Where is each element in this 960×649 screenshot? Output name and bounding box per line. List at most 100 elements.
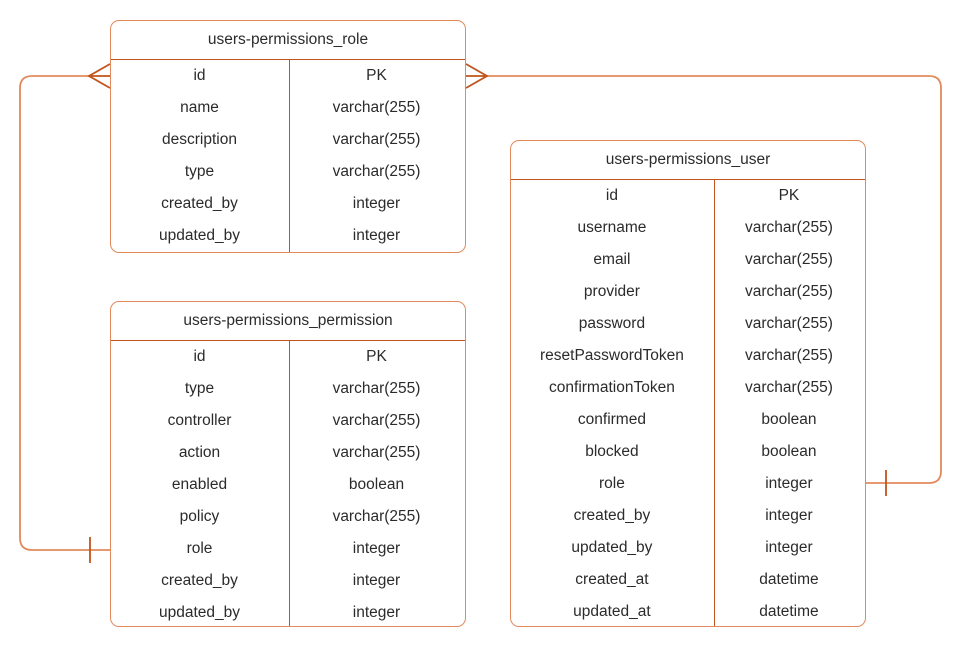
entity-body-user: id PK username varchar(255) email varcha… (511, 179, 865, 626)
table-row[interactable]: type varchar(255) (111, 156, 465, 188)
field-type: PK (778, 187, 800, 204)
entity-title-role: users-permissions_role (207, 31, 369, 48)
table-row[interactable]: description varchar(255) (111, 124, 465, 156)
field-name: action (178, 444, 221, 461)
field-name: type (184, 380, 215, 397)
table-row[interactable]: password varchar(255) (511, 308, 865, 340)
table-row[interactable]: updated_by integer (111, 220, 465, 252)
field-type: boolean (761, 443, 817, 460)
field-type: varchar(255) (744, 379, 833, 396)
field-name: created_by (573, 507, 651, 524)
field-name: description (162, 131, 237, 148)
field-type: integer (352, 227, 401, 244)
field-type: varchar(255) (332, 444, 421, 461)
field-name: enabled (171, 476, 228, 493)
table-row[interactable]: controller varchar(255) (111, 405, 465, 437)
field-type: integer (352, 540, 401, 557)
table-row[interactable]: email varchar(255) (511, 244, 865, 276)
field-type: varchar(255) (744, 283, 833, 300)
field-type: boolean (761, 411, 817, 428)
field-type: varchar(255) (744, 251, 833, 268)
field-name: password (578, 315, 646, 332)
crows-foot-marker-role-left (87, 63, 111, 89)
table-row[interactable]: role integer (111, 533, 465, 565)
field-name: id (193, 67, 206, 84)
table-row[interactable]: role integer (511, 468, 865, 500)
field-name: controller (167, 412, 232, 429)
field-type: varchar(255) (332, 99, 421, 116)
field-type: varchar(255) (332, 508, 421, 525)
table-row[interactable]: enabled boolean (111, 469, 465, 501)
field-name: confirmationToken (549, 379, 675, 396)
field-name: name (180, 99, 219, 116)
field-type: integer (765, 507, 813, 524)
field-type: integer (352, 604, 401, 621)
table-row[interactable]: id PK (111, 60, 465, 92)
field-type: integer (765, 475, 813, 492)
table-row[interactable]: id PK (511, 180, 865, 212)
table-row[interactable]: created_at datetime (511, 564, 865, 596)
field-type: varchar(255) (332, 163, 421, 180)
crows-foot-marker-role-right (465, 63, 489, 89)
field-name: id (605, 187, 618, 204)
field-type: varchar(255) (332, 412, 421, 429)
field-name: role (599, 475, 625, 492)
field-name: provider (583, 283, 640, 300)
field-name: created_by (161, 572, 238, 589)
table-row[interactable]: username varchar(255) (511, 212, 865, 244)
field-type: varchar(255) (744, 315, 833, 332)
field-type: boolean (348, 476, 405, 493)
entity-body-permission: id PK type varchar(255) controller varch… (111, 340, 465, 626)
field-name: confirmed (577, 411, 646, 428)
field-name: blocked (585, 443, 639, 460)
table-row[interactable]: name varchar(255) (111, 92, 465, 124)
table-row[interactable]: updated_by integer (111, 597, 465, 626)
column-divider-user (714, 180, 715, 626)
field-name: updated_by (158, 227, 241, 244)
table-row[interactable]: confirmed boolean (511, 404, 865, 436)
field-name: type (184, 163, 215, 180)
table-row[interactable]: created_by integer (111, 188, 465, 220)
entity-users-permissions_role[interactable]: users-permissions_role id PK name varcha… (110, 20, 466, 253)
table-row[interactable]: action varchar(255) (111, 437, 465, 469)
table-row[interactable]: type varchar(255) (111, 373, 465, 405)
field-name: role (186, 540, 213, 557)
field-name: id (193, 348, 206, 365)
column-divider-role (289, 60, 290, 252)
table-row[interactable]: provider varchar(255) (511, 276, 865, 308)
entity-body-role: id PK name varchar(255) description varc… (111, 59, 465, 252)
table-row[interactable]: updated_by integer (511, 532, 865, 564)
field-name: updated_by (571, 539, 653, 556)
field-name: username (577, 219, 647, 236)
table-row[interactable]: confirmationToken varchar(255) (511, 372, 865, 404)
table-row[interactable]: updated_at datetime (511, 596, 865, 626)
table-row[interactable]: resetPasswordToken varchar(255) (511, 340, 865, 372)
field-type: integer (765, 539, 813, 556)
field-type: varchar(255) (332, 380, 421, 397)
column-divider-permission (289, 341, 290, 626)
field-name: created_by (161, 195, 238, 212)
connector-role-permission-path (19, 75, 110, 551)
field-type: datetime (759, 571, 819, 588)
field-name: policy (179, 508, 220, 525)
field-type: integer (352, 572, 401, 589)
field-name: resetPasswordToken (539, 347, 684, 364)
entity-title-permission: users-permissions_permission (183, 312, 393, 329)
field-type: varchar(255) (332, 131, 421, 148)
entity-users-permissions_permission[interactable]: users-permissions_permission id PK type … (110, 301, 466, 627)
field-name: email (593, 251, 631, 268)
table-row[interactable]: id PK (111, 341, 465, 373)
field-type: datetime (759, 603, 819, 620)
table-row[interactable]: policy varchar(255) (111, 501, 465, 533)
field-type: PK (366, 67, 387, 84)
field-type: varchar(255) (744, 219, 833, 236)
field-name: updated_at (573, 603, 651, 620)
entity-users-permissions_user[interactable]: users-permissions_user id PK username va… (510, 140, 866, 627)
table-row[interactable]: blocked boolean (511, 436, 865, 468)
table-row[interactable]: created_by integer (111, 565, 465, 597)
field-name: created_at (575, 571, 649, 588)
field-type: PK (366, 348, 387, 365)
table-row[interactable]: created_by integer (511, 500, 865, 532)
field-type: varchar(255) (744, 347, 833, 364)
